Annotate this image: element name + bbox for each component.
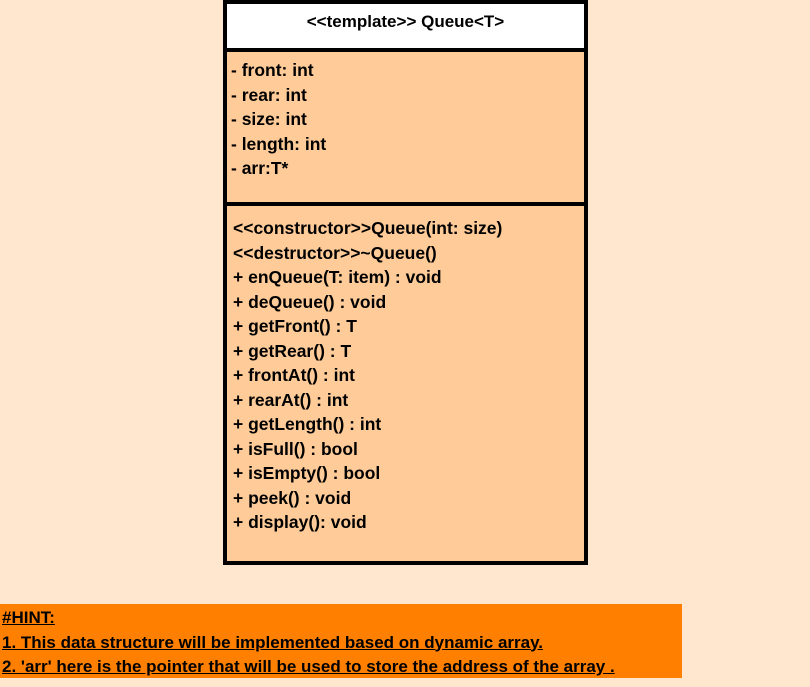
hint-title: #HINT: [2,608,55,627]
operation-item: + deQueue() : void [233,291,387,312]
operation-item: + peek() : void [233,487,352,508]
operation-item: <<constructor>>Queue(int: size) [233,218,503,238]
operation-item: + frontAt() : int [233,365,355,385]
hint-box: #HINT: 1. This data structure will be im… [0,604,682,678]
class-name-header: <<template>> Queue<T> [227,4,584,52]
attribute-item: - size: int [231,109,307,129]
operation-item: + isFull() : bool [233,438,358,459]
operation-item: + isEmpty() : bool [233,463,381,483]
attribute-item: - rear: int [231,84,307,105]
attribute-item: - arr:T* [231,158,289,178]
operation-item: <<destructor>>~Queue() [233,242,437,263]
attribute-item: - front: int [231,60,314,80]
operation-item: + enQueue(T: item) : void [233,267,442,287]
operation-item: + getLength() : int [233,414,382,434]
hint-line: 1. This data structure will be implement… [2,632,544,652]
attribute-item: - length: int [231,133,327,154]
operation-item: + rearAt() : int [233,389,349,410]
operation-item: + getFront() : T [233,316,357,336]
uml-class-box: <<template>> Queue<T> - front: int - rea… [223,0,588,565]
attributes-compartment: - front: int - rear: int - size: int - l… [227,52,584,206]
operations-compartment: <<constructor>>Queue(int: size) <<destru… [227,206,584,535]
operation-item: + display(): void [233,512,367,532]
operation-item: + getRear() : T [233,340,352,361]
hint-line: 2. 'arr' here is the pointer that will b… [2,657,615,676]
